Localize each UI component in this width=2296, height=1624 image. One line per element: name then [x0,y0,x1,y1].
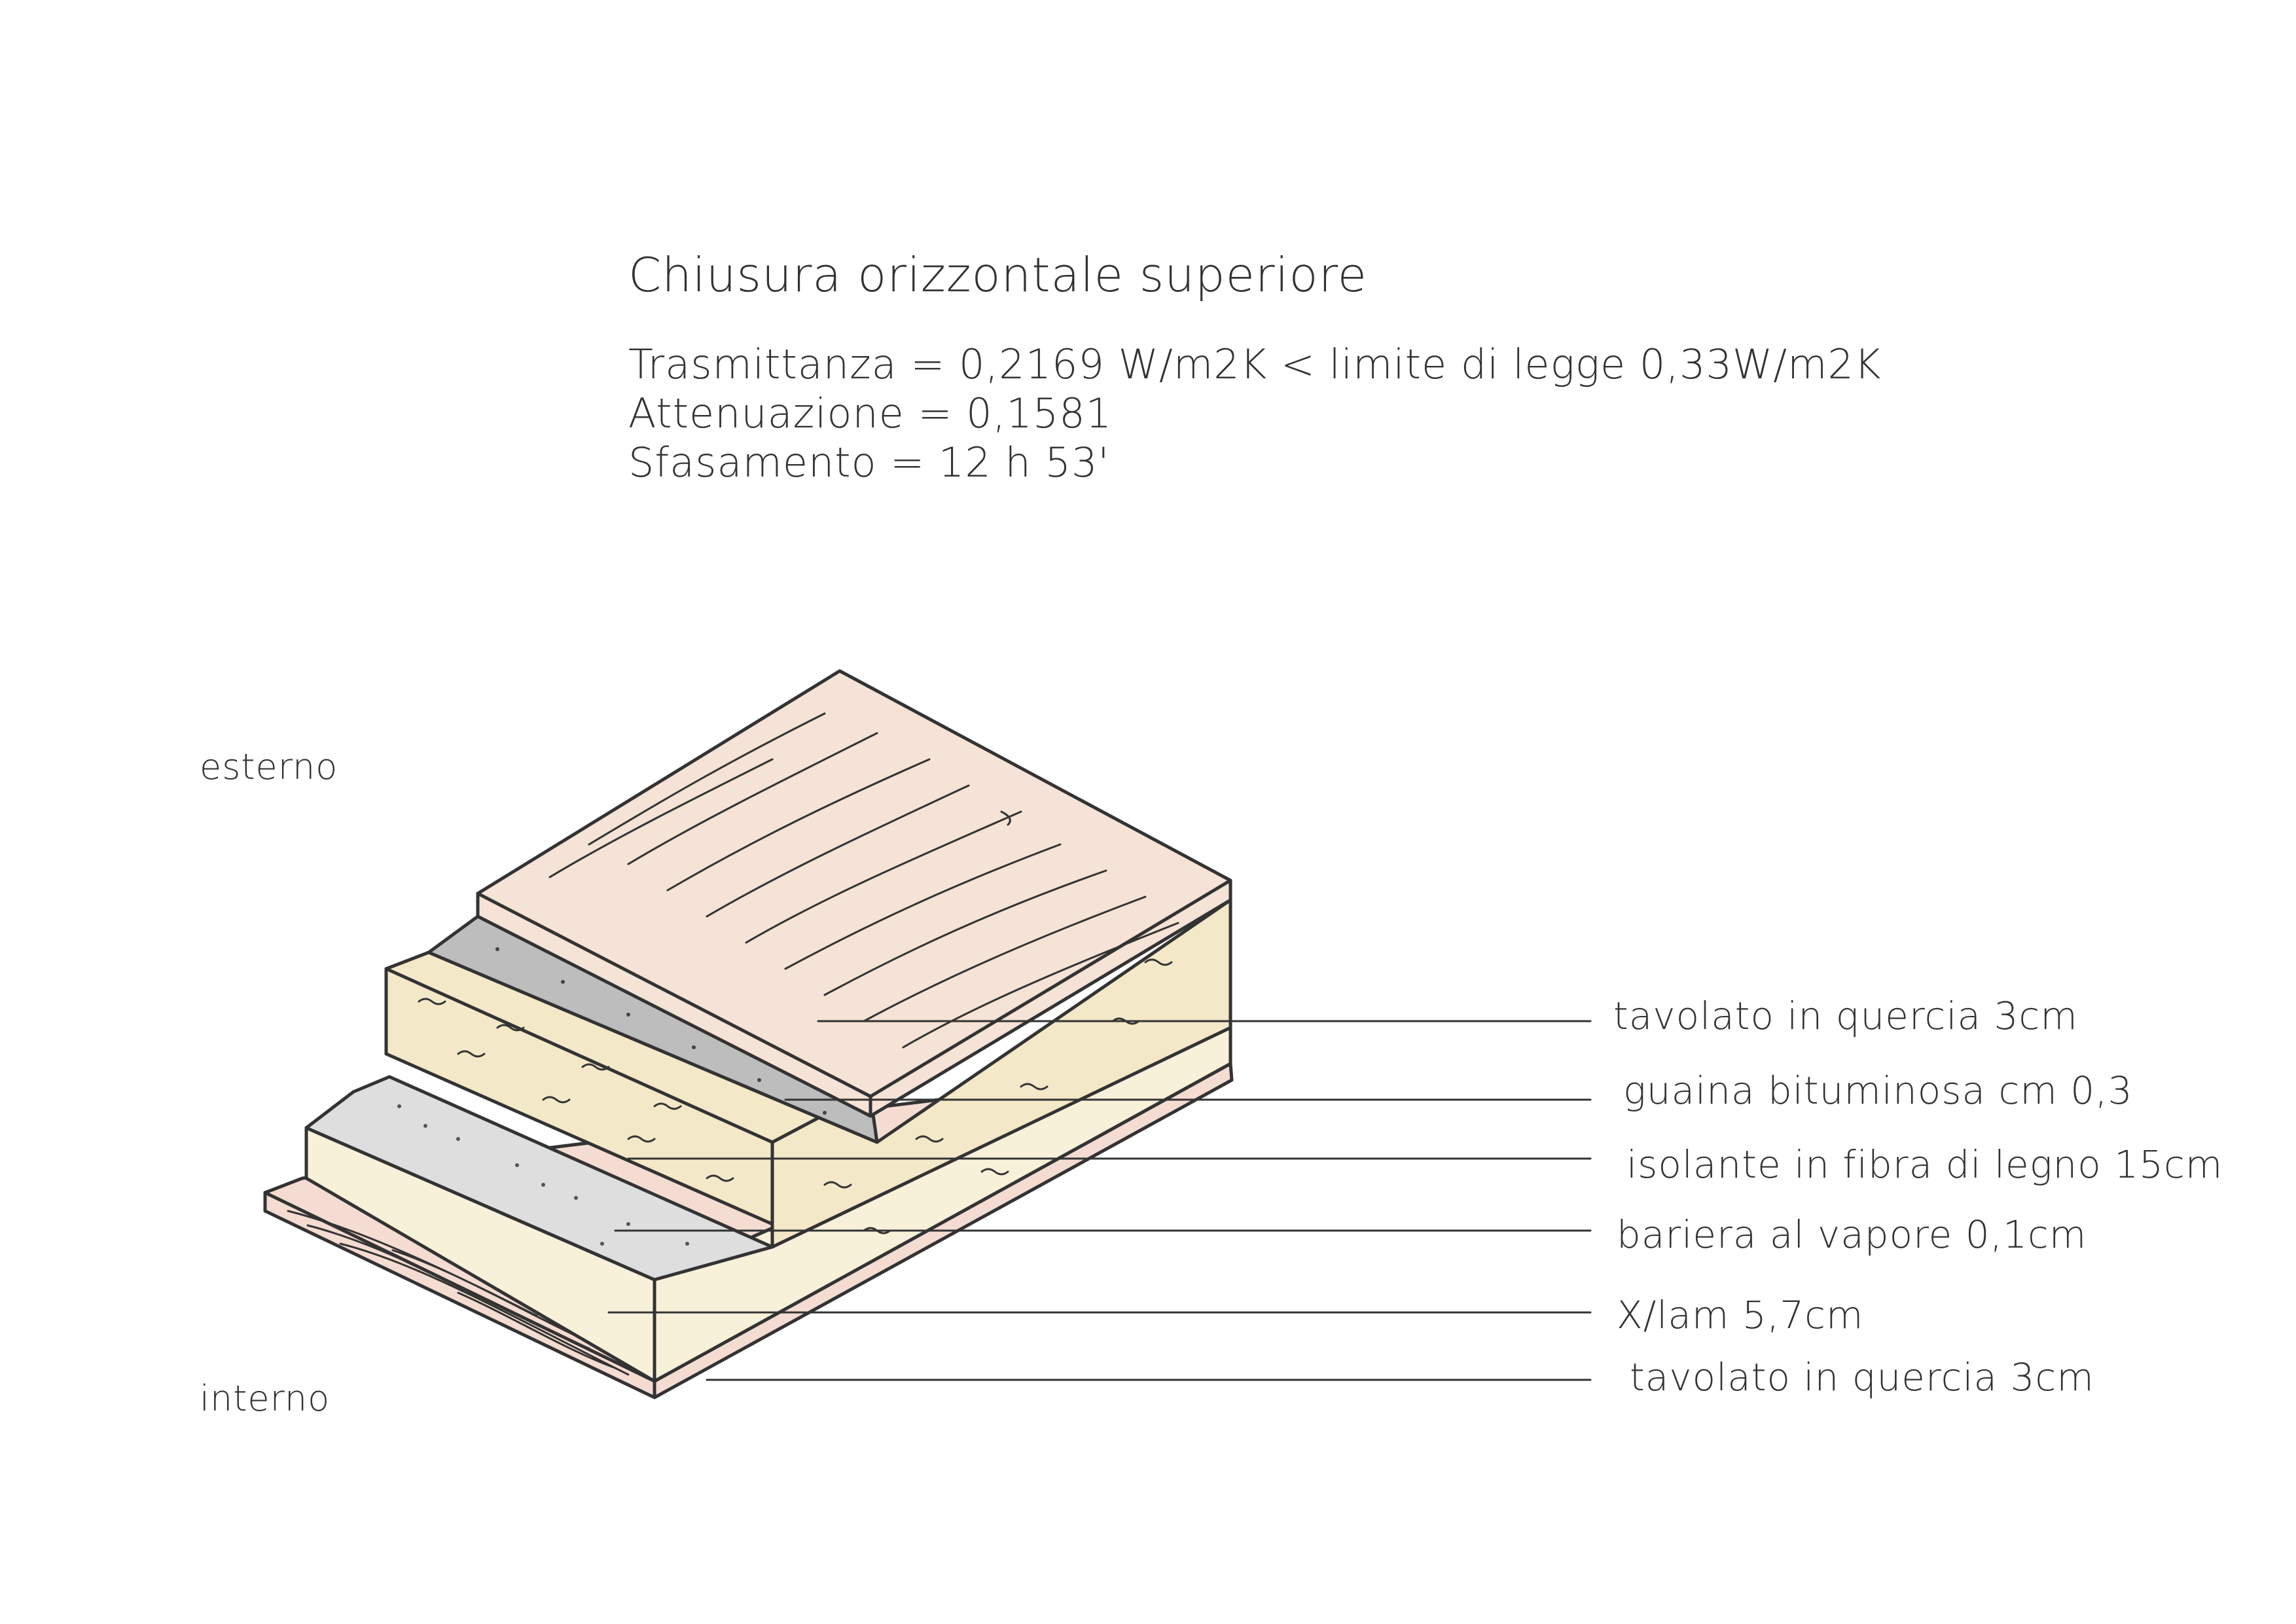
diagram-title: Chiusura orizzontale superiore [628,247,1367,302]
exterior-label: esterno [200,746,338,787]
layer-vapour-barrier [304,1075,774,1282]
interior-label: interno [200,1378,331,1419]
label-xlam: X/lam 5,7cm [1617,1293,1864,1337]
stat-attenuation: Attenuazione = 0,1581 [628,389,1113,437]
label-insulation: isolante in fibra di legno 15cm [1626,1142,2223,1187]
label-oak-top: tavolato in quercia 3cm [1613,994,2078,1038]
stat-phase-shift: Sfasamento = 12 h 53' [628,439,1110,486]
label-vapour-barrier: bariera al vapore 0,1cm [1617,1212,2087,1257]
label-bitumen: guaina bituminosa cm 0,3 [1623,1068,2133,1113]
stat-transmittance: Trasmittanza = 0,2169 W/m2K < limite di … [628,340,1882,388]
leader-lines [607,1020,1592,1381]
layer-oak-top [476,669,1232,1118]
label-oak-bottom: tavolato in quercia 3cm [1630,1355,2094,1399]
